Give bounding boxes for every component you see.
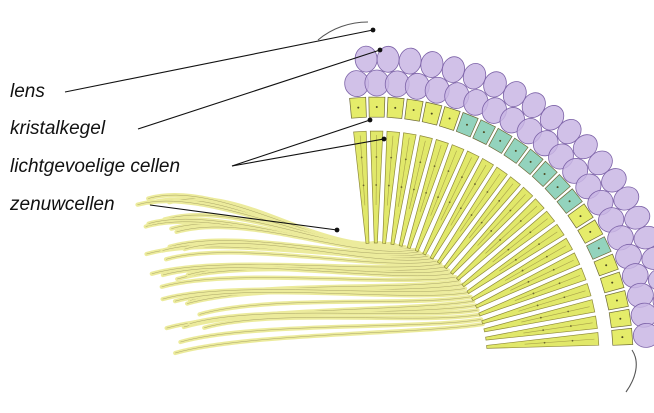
rod-nucleus-dot — [487, 191, 489, 193]
cone-nucleus-dot — [557, 186, 559, 188]
cone-nucleus-dot — [616, 300, 618, 302]
rod-nucleus-dot — [515, 259, 517, 261]
cone-nucleus-dot — [357, 107, 359, 109]
edge-hair-bottom — [626, 350, 636, 392]
cone-nucleus-dot — [449, 117, 451, 119]
cone-nucleus-dot — [621, 336, 623, 338]
rod-nucleus-dot — [570, 325, 572, 327]
rod-nucleus-dot — [405, 159, 407, 161]
rod-nucleus-dot — [533, 293, 535, 295]
cone-nucleus-dot — [515, 150, 517, 152]
rod-nucleus-dot — [563, 296, 565, 298]
rod-nucleus-dot — [461, 176, 463, 178]
rod-nucleus-dot — [471, 214, 473, 216]
rod-nucleus-dot — [529, 231, 531, 233]
rod-nucleus-dot — [375, 184, 377, 186]
rod-nucleus-dot — [474, 183, 476, 185]
rod-nucleus-dot — [522, 270, 524, 272]
leader-crystal-cone — [138, 50, 380, 129]
label-nerve-cells: zenuwcellen — [10, 195, 115, 214]
rod-nucleus-dot — [537, 305, 539, 307]
rod-nucleus-dot — [390, 157, 392, 159]
rod-nucleus-dot — [388, 185, 390, 187]
leader-photoreceptor-1 — [232, 120, 370, 166]
cone-nucleus-dot — [483, 131, 485, 133]
rod-nucleus-dot — [520, 220, 522, 222]
rod-nucleus-dot — [448, 170, 450, 172]
cone-nucleus-dot — [413, 109, 415, 111]
rod-nucleus-dot — [544, 342, 546, 344]
cone-nucleus-dot — [499, 140, 501, 142]
cone-nucleus-dot — [589, 231, 591, 233]
cone-nucleus-dot — [605, 264, 607, 266]
cone-nucleus-dot — [579, 215, 581, 217]
rod-nucleus-dot — [559, 282, 561, 284]
lens-facet — [355, 46, 378, 73]
leader-nerve-cells-dot — [335, 228, 340, 233]
label-crystal-cone: kristalkegel — [10, 119, 105, 138]
lens-facet — [632, 323, 654, 349]
cone-nucleus-dot — [530, 161, 532, 163]
rod-nucleus-dot — [425, 192, 427, 194]
cone-nucleus-dot — [394, 107, 396, 109]
rod-nucleus-dot — [499, 239, 501, 241]
leader-lens-dot — [371, 28, 376, 33]
rod-nucleus-dot — [419, 161, 421, 163]
rod-nucleus-dot — [490, 230, 492, 232]
rod-nucleus-dot — [363, 184, 365, 186]
rod-nucleus-dot — [376, 156, 378, 158]
rod-nucleus-dot — [567, 311, 569, 313]
leader-photoreceptor-2-dot — [382, 137, 387, 142]
label-photoreceptor-cells: lichtgevoelige cellen — [10, 157, 180, 176]
rod-nucleus-dot — [481, 222, 483, 224]
rod-nucleus-dot — [361, 157, 363, 159]
lens-facet — [398, 47, 423, 75]
cone-nucleus-dot — [466, 124, 468, 126]
label-lens: lens — [10, 82, 45, 101]
leader-lens — [65, 30, 373, 92]
rod-nucleus-dot — [507, 249, 509, 251]
cone-nucleus-dot — [431, 113, 433, 115]
cone-nucleus-dot — [376, 106, 378, 108]
rod-nucleus-dot — [553, 269, 555, 271]
cone-nucleus-dot — [598, 247, 600, 249]
cone-nucleus-dot — [611, 282, 613, 284]
rod-nucleus-dot — [538, 243, 540, 245]
cone-nucleus-dot — [569, 200, 571, 202]
rod-nucleus-dot — [449, 201, 451, 203]
rod-nucleus-dot — [528, 281, 530, 283]
rod-nucleus-dot — [498, 200, 500, 202]
cone-nucleus-dot — [619, 318, 621, 320]
rod-nucleus-dot — [509, 210, 511, 212]
rod-nucleus-dot — [542, 329, 544, 331]
rod-nucleus-dot — [413, 189, 415, 191]
edge-hair-top — [318, 22, 368, 40]
rod-nucleus-dot — [401, 186, 403, 188]
leader-crystal-cone-dot — [378, 48, 383, 53]
rod-nucleus-dot — [540, 317, 542, 319]
rod-nucleus-dot — [460, 207, 462, 209]
rod-nucleus-dot — [546, 256, 548, 258]
leader-photoreceptor-1-dot — [368, 118, 373, 123]
cone-nucleus-dot — [544, 173, 546, 175]
rod-nucleus-dot — [437, 196, 439, 198]
rod-nucleus-dot — [572, 340, 574, 342]
rod-nucleus-dot — [434, 165, 436, 167]
